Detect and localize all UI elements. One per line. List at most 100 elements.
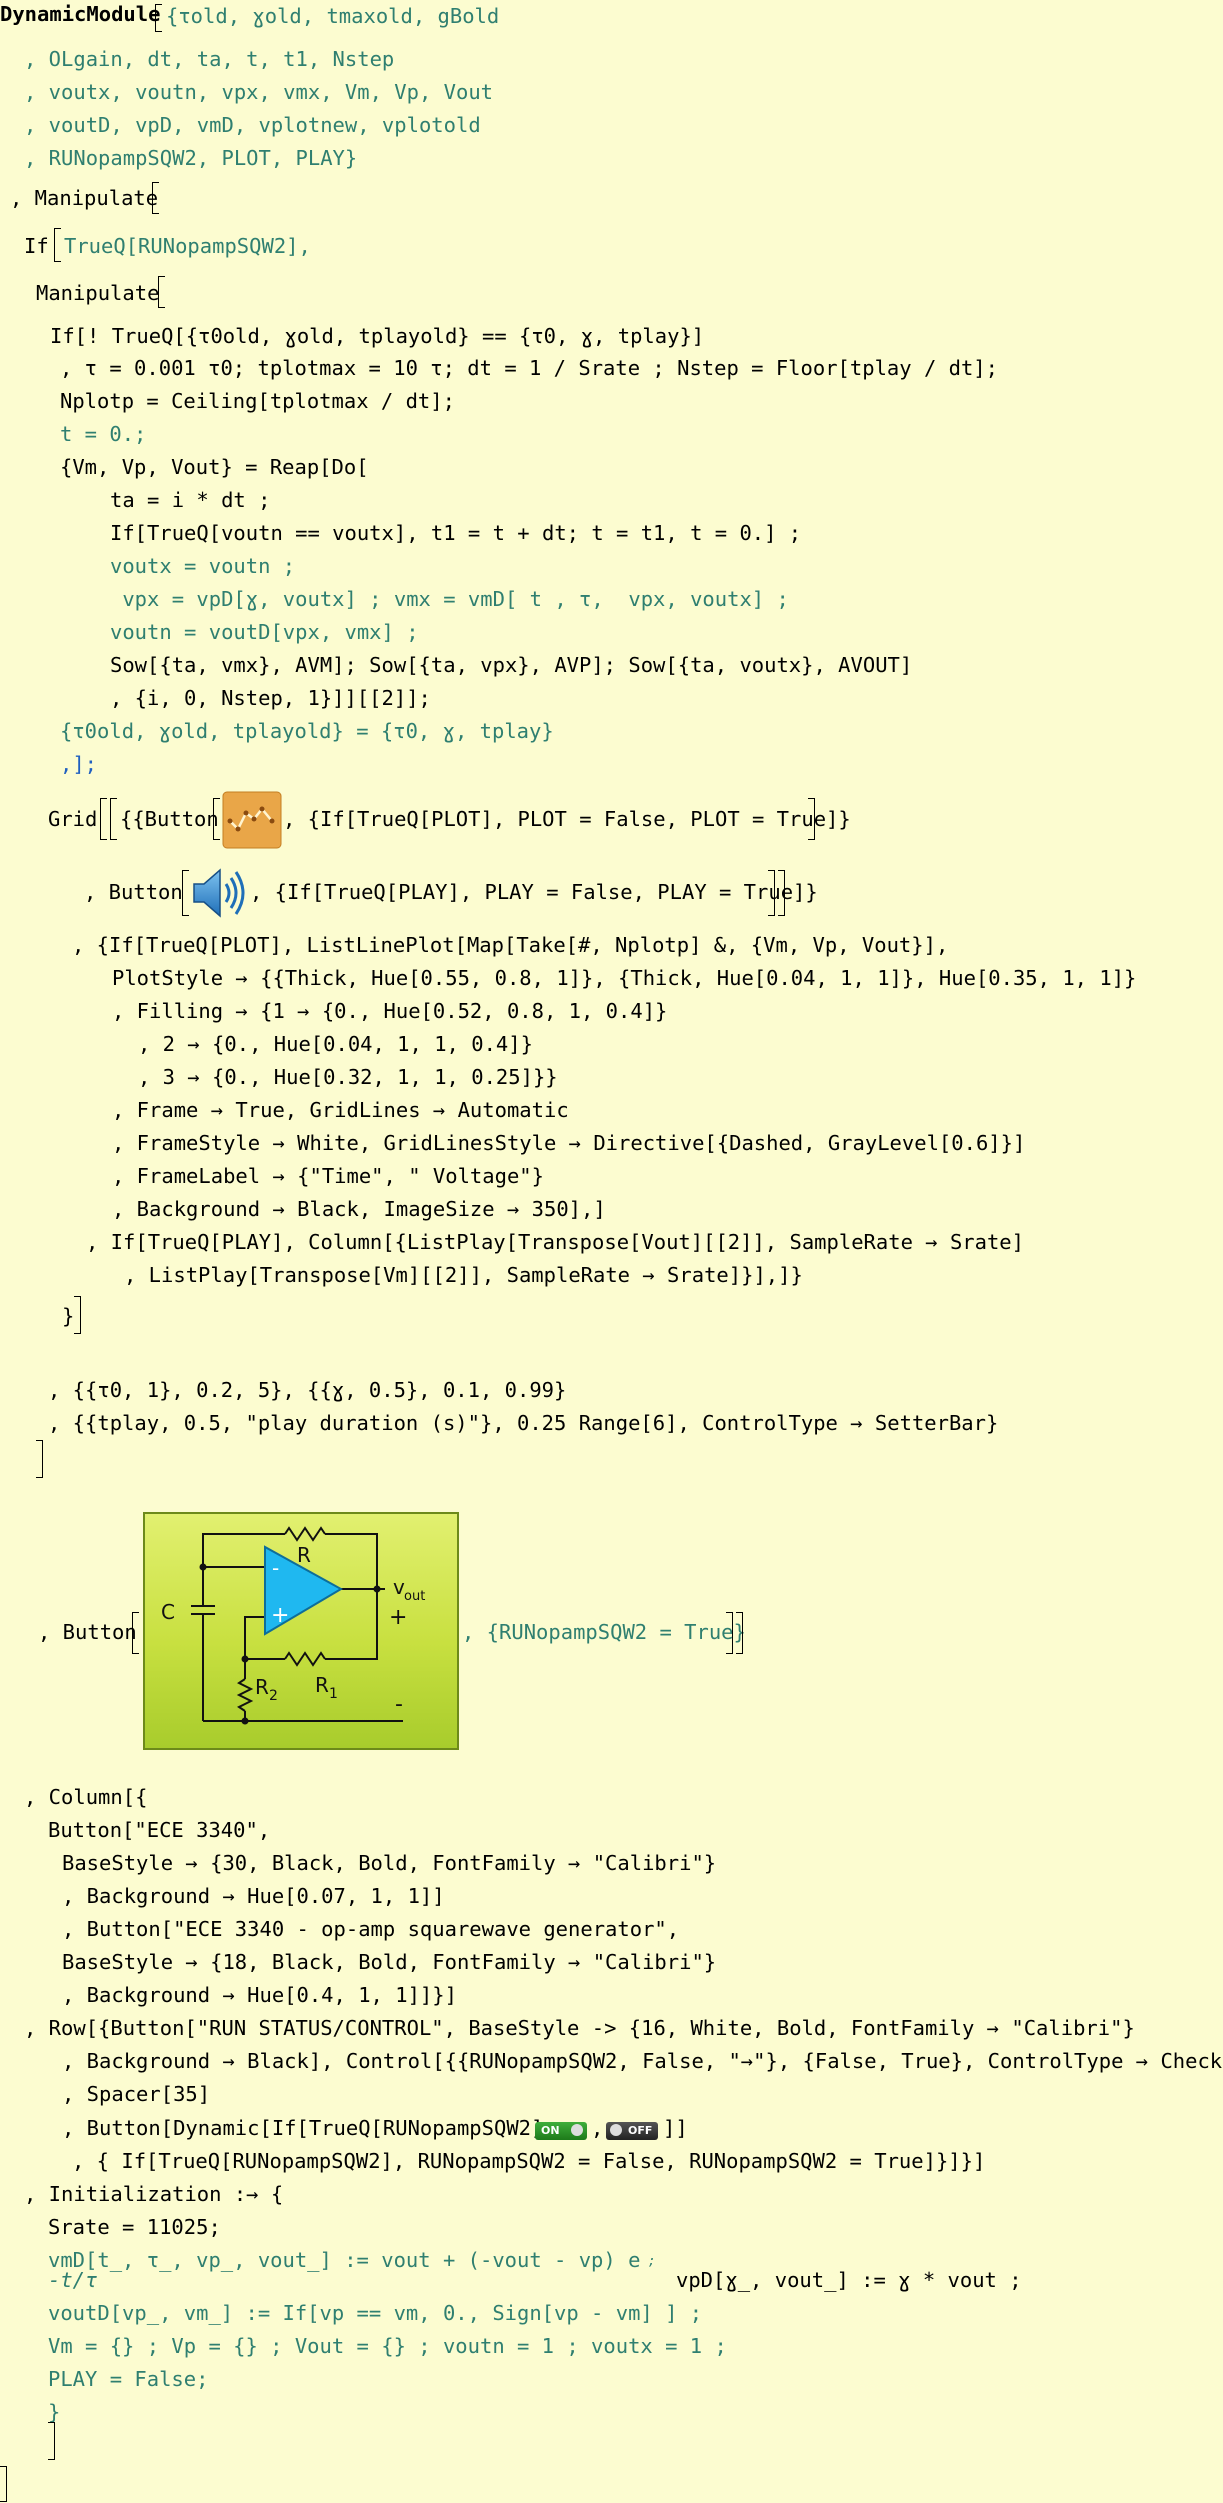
code-line: , {i, 0, Nstep, 1}]][[2]]; bbox=[110, 686, 431, 710]
run-circuit-button[interactable]: R C R 1 R 2 v out + - - + bbox=[143, 1512, 459, 1750]
code-line: , {RUNopampSQW2 = True} bbox=[462, 1620, 746, 1644]
code-line: , Background → Black, ImageSize → 350],] bbox=[112, 1197, 606, 1221]
circuit-label-plus: + bbox=[389, 1605, 407, 1630]
bracket-open bbox=[152, 182, 159, 214]
speaker-icon bbox=[193, 868, 245, 918]
code-line: , bbox=[591, 2116, 604, 2140]
circuit-label-R2-sub: 2 bbox=[269, 1688, 278, 1704]
code-line: BaseStyle → {30, Black, Bold, FontFamily… bbox=[62, 1851, 717, 1875]
code-line: vpx = vpD[ɣ, voutx] ; vmx = vmD[ t , τ, … bbox=[110, 587, 789, 611]
code-line: , Background → Hue[0.4, 1, 1]]}] bbox=[62, 1983, 457, 2007]
code-line: {τold, ɣold, tmaxold, gBold bbox=[166, 4, 500, 28]
code-line: {τ0old, ɣold, tplayold} = {τ0, ɣ, tplay} bbox=[60, 719, 554, 743]
bracket-open bbox=[132, 1612, 139, 1654]
bracket-close bbox=[0, 2466, 7, 2502]
code-line: Vm = {} ; Vp = {} ; Vout = {} ; voutn = … bbox=[48, 2334, 727, 2358]
circuit-label-vout: v bbox=[393, 1575, 405, 1599]
code-line: If[! TrueQ[{τ0old, ɣold, tplayold} == {τ… bbox=[50, 324, 705, 348]
code-line: DynamicModule bbox=[0, 2, 161, 26]
code-line: Button["ECE 3340", bbox=[48, 1818, 271, 1842]
circuit-label-minus: - bbox=[395, 1692, 403, 1717]
bracket-open bbox=[54, 228, 61, 262]
code-line: Grid bbox=[48, 807, 98, 831]
code-line: , Background → Black], Control[{{RUNopam… bbox=[62, 2049, 1223, 2073]
toggle-off-label: OFF bbox=[628, 2124, 653, 2137]
code-line: , FrameStyle → White, GridLinesStyle → D… bbox=[112, 1131, 1026, 1155]
circuit-label-R: R bbox=[297, 1543, 311, 1567]
code-line: Sow[{ta, vmx}, AVM]; Sow[{ta, vpx}, AVP]… bbox=[110, 653, 913, 677]
code-line: BaseStyle → {18, Black, Bold, FontFamily… bbox=[62, 1950, 717, 1974]
circuit-label-R2: R bbox=[255, 1675, 269, 1699]
opamp-minus: - bbox=[272, 1556, 279, 1580]
code-line: , Frame → True, GridLines → Automatic bbox=[112, 1098, 569, 1122]
code-line: } bbox=[62, 1304, 75, 1328]
bracket-close bbox=[736, 1612, 743, 1654]
code-line: , Button[Dynamic[If[TrueQ[RUNopampSQW2], bbox=[62, 2116, 569, 2140]
circuit-label-R1-sub: 1 bbox=[329, 1686, 338, 1702]
bracket-close bbox=[778, 870, 785, 916]
code-line: , 3 → {0., Hue[0.32, 1, 1, 0.25]}} bbox=[138, 1065, 558, 1089]
toggle-on-label: ON bbox=[541, 2124, 560, 2137]
bracket-close bbox=[808, 798, 815, 840]
code-line: voutD[vp_, vm_] := If[vp == vm, 0., Sign… bbox=[48, 2301, 703, 2325]
code-line: {{Button bbox=[120, 807, 219, 831]
code-line: , voutD, vpD, vmD, vplotnew, vplotold bbox=[24, 113, 481, 137]
code-line: , { If[TrueQ[RUNopampSQW2], RUNopampSQW2… bbox=[72, 2149, 986, 2173]
code-line: ]] bbox=[663, 2116, 688, 2140]
code-line: , voutx, voutn, vpx, vmx, Vm, Vp, Vout bbox=[24, 80, 493, 104]
code-line: , Manipulate bbox=[10, 186, 159, 210]
code-line: } bbox=[48, 2400, 61, 2424]
code-line: , Button bbox=[84, 880, 183, 904]
code-line: vmD[t_, τ_, vp_, vout_] := vout + (-vout… bbox=[48, 2248, 641, 2272]
code-line: , {{tplay, 0.5, "play duration (s)"}, 0.… bbox=[48, 1411, 999, 1435]
bracket-open bbox=[100, 798, 107, 840]
code-line: , FrameLabel → {"Time", " Voltage"} bbox=[112, 1164, 544, 1188]
code-line: t = 0.; bbox=[60, 422, 147, 446]
code-line: ,]; bbox=[60, 752, 98, 776]
code-line: -t/τ bbox=[48, 2268, 98, 2292]
chart-icon bbox=[222, 791, 282, 849]
toggle-on-image: ON bbox=[535, 2122, 587, 2140]
bracket-open bbox=[182, 870, 189, 916]
code-line: {Vm, Vp, Vout} = Reap[Do[ bbox=[60, 455, 369, 479]
code-line: ta = i * dt ; bbox=[110, 488, 271, 512]
code-line: PLAY = False; bbox=[48, 2367, 209, 2391]
code-line: , Spacer[35] bbox=[62, 2082, 211, 2106]
code-line: ; bbox=[640, 2254, 656, 2269]
bracket-open bbox=[155, 4, 162, 32]
circuit-label-R1: R bbox=[315, 1673, 329, 1697]
opamp-plus: + bbox=[271, 1603, 289, 1628]
code-line: TrueQ[RUNopampSQW2], bbox=[64, 234, 311, 258]
circuit-label-C: C bbox=[161, 1600, 175, 1624]
code-line: voutn = voutD[vpx, vmx] ; bbox=[110, 620, 419, 644]
code-line: , Row[{Button["RUN STATUS/CONTROL", Base… bbox=[24, 2016, 1135, 2040]
sound-button[interactable] bbox=[188, 864, 248, 922]
bracket-close bbox=[36, 1440, 43, 1478]
code-line: If[TrueQ[voutn == voutx], t1 = t + dt; t… bbox=[110, 521, 802, 545]
code-line: , Filling → {1 → {0., Hue[0.52, 0.8, 1, … bbox=[112, 999, 668, 1023]
bracket-close bbox=[74, 1296, 81, 1334]
code-line: Nplotp = Ceiling[tplotmax / dt]; bbox=[60, 389, 455, 413]
opamp-circuit-icon: R C R 1 R 2 v out + - - + bbox=[161, 1526, 425, 1725]
code-line: , {If[TrueQ[PLOT], ListLinePlot[Map[Take… bbox=[72, 933, 949, 957]
plot-button[interactable] bbox=[222, 791, 282, 849]
code-line: voutx = voutn ; bbox=[110, 554, 296, 578]
code-line: , {If[TrueQ[PLAY], PLAY = False, PLAY = … bbox=[250, 880, 818, 904]
bracket-open bbox=[110, 798, 117, 840]
code-line: Srate = 11025; bbox=[48, 2215, 221, 2239]
code-line: , If[TrueQ[PLAY], Column[{ListPlay[Trans… bbox=[86, 1230, 1024, 1254]
code-line: , Initialization :→ { bbox=[24, 2182, 284, 2206]
code-line: , OLgain, dt, ta, t, t1, Nstep bbox=[24, 47, 395, 71]
bracket-close bbox=[48, 2422, 55, 2460]
code-line: , Button["ECE 3340 - op-amp squarewave g… bbox=[62, 1917, 680, 1941]
code-line: PlotStyle → {{Thick, Hue[0.55, 0.8, 1]},… bbox=[112, 966, 1137, 990]
code-line: , 2 → {0., Hue[0.04, 1, 1, 0.4]} bbox=[138, 1032, 533, 1056]
circuit-label-vout-sub: out bbox=[404, 1589, 425, 1604]
code-line: , Column[{ bbox=[24, 1785, 148, 1809]
toggle-off-image: OFF bbox=[606, 2122, 658, 2140]
toggle-knob-icon bbox=[571, 2124, 583, 2136]
code-line: If bbox=[24, 234, 49, 258]
code-line: vpD[ɣ_, vout_] := ɣ * vout ; bbox=[676, 2268, 1022, 2292]
toggle-knob-icon bbox=[610, 2124, 622, 2136]
code-line: , Background → Hue[0.07, 1, 1]] bbox=[62, 1884, 445, 1908]
